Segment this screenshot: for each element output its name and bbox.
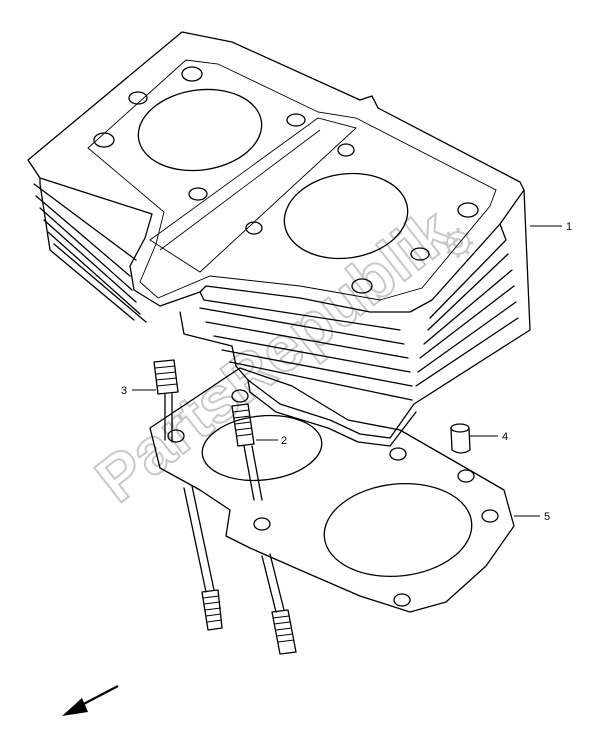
callout-1: 1 <box>566 221 572 233</box>
gear-icon <box>443 228 473 258</box>
stud-holes <box>93 66 479 294</box>
gasket-bore-left <box>201 414 323 482</box>
stud-bolt-long <box>153 359 223 631</box>
dowel-pin <box>450 423 471 454</box>
base-gasket <box>149 367 515 613</box>
callouts: 1 2 3 4 5 <box>121 221 572 523</box>
gasket-outline <box>149 367 515 613</box>
callout-5: 5 <box>544 511 550 523</box>
watermark: PartsRepublik <box>81 193 473 517</box>
cylinder-block <box>27 31 531 447</box>
stud-bolt-short <box>231 403 297 655</box>
callout-2: 2 <box>281 435 287 447</box>
cooling-fins <box>33 177 531 447</box>
gasket-holes <box>167 389 499 607</box>
arrow-down-left-icon <box>62 685 119 716</box>
watermark-text: PartsRepublik <box>82 194 466 516</box>
bore-left <box>137 88 263 172</box>
callout-3: 3 <box>121 385 127 397</box>
gasket-bore-right <box>323 482 473 578</box>
bore-right <box>283 172 409 260</box>
cylinder-top-rim <box>87 59 497 301</box>
cylinder-top-face <box>27 31 525 313</box>
cylinder-centre-web <box>149 117 357 273</box>
callout-4: 4 <box>502 431 508 443</box>
